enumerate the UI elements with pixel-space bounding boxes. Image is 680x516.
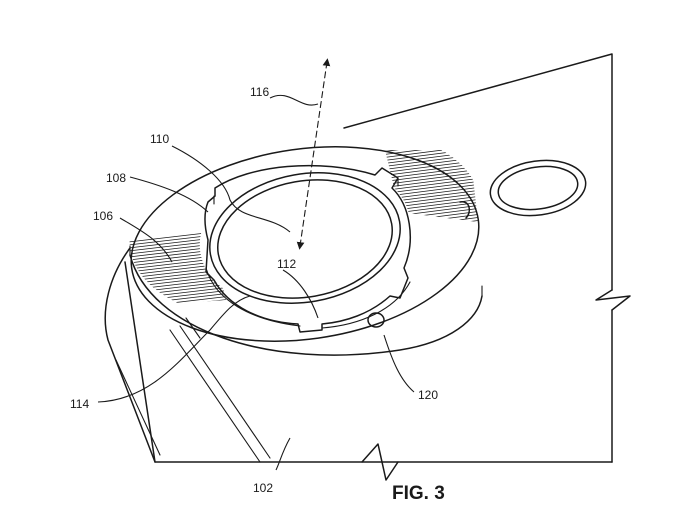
hatch-line xyxy=(385,170,478,186)
alignment-hole xyxy=(367,312,385,328)
hatch-line xyxy=(385,158,478,174)
hatch-line xyxy=(380,126,490,140)
hatch-line xyxy=(385,182,478,198)
hatch-line xyxy=(385,176,478,192)
label-116: 116 xyxy=(250,85,269,99)
label-102: 102 xyxy=(253,481,273,495)
hatch-line xyxy=(385,194,478,210)
hatch-line xyxy=(385,150,478,165)
hatch-line xyxy=(385,150,478,156)
hatch-line xyxy=(385,150,478,162)
leader-lines xyxy=(97,94,415,471)
base-block xyxy=(104,53,631,481)
hatch-line xyxy=(129,276,226,292)
hatch-line xyxy=(380,135,490,149)
hatch-line xyxy=(385,161,478,177)
optical-axis-arrow xyxy=(296,58,331,250)
hatch-line xyxy=(385,215,478,222)
hatch-line xyxy=(129,249,226,265)
aperture xyxy=(209,172,401,304)
hatch-line xyxy=(129,237,226,253)
label-110: 110 xyxy=(150,132,169,146)
hatch-line xyxy=(129,246,226,262)
figure-caption: FIG. 3 xyxy=(392,483,445,504)
hatch-line xyxy=(380,129,490,143)
hatch-line xyxy=(129,243,226,259)
hatch-line xyxy=(385,206,478,222)
label-120: 120 xyxy=(418,388,438,402)
hatch-line xyxy=(129,255,226,271)
hatch-line xyxy=(385,212,478,222)
hatch-line xyxy=(385,152,478,168)
hatch-line xyxy=(385,150,478,159)
hatch-line xyxy=(120,214,240,228)
hatch-line xyxy=(129,294,226,306)
hatch-line xyxy=(385,179,478,195)
label-108: 108 xyxy=(106,171,126,185)
hatch-line xyxy=(129,300,226,306)
hatch-line xyxy=(120,211,240,225)
hatch-line xyxy=(129,232,226,244)
mounting-hole xyxy=(489,159,587,217)
hatch-line xyxy=(380,132,490,146)
hatch-line xyxy=(385,150,478,153)
label-112: 112 xyxy=(277,257,296,271)
label-106: 106 xyxy=(93,209,113,223)
hatch-line xyxy=(385,188,478,204)
reference-labels: 116 110 108 106 112 114 120 102 xyxy=(70,85,438,495)
hatch-line xyxy=(129,232,226,235)
hatch-line xyxy=(129,297,226,306)
label-114: 114 xyxy=(70,397,89,411)
hatch-line xyxy=(129,240,226,256)
hatch-line xyxy=(129,234,226,250)
hatch-line xyxy=(385,218,478,222)
collar-disc xyxy=(129,146,483,356)
